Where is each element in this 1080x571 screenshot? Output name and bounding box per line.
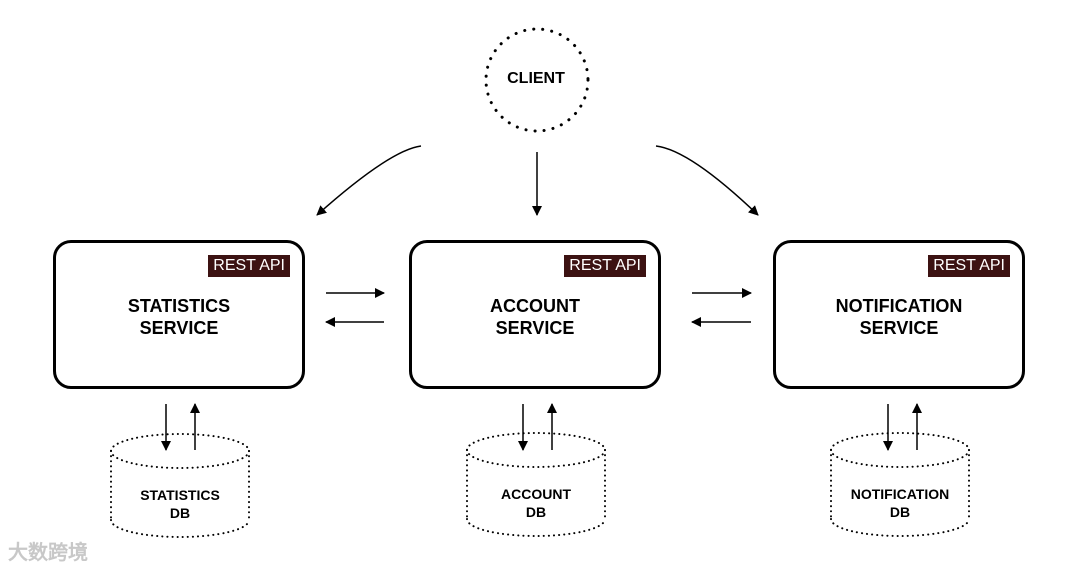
client-node [484, 27, 590, 133]
account-service-name: ACCOUNT SERVICE [490, 296, 580, 338]
statistics-db-label: STATISTICS DB [140, 487, 220, 521]
notification-service-box: REST API NOTIFICATION SERVICE [773, 240, 1025, 389]
watermark-text: 大数跨境 [8, 542, 88, 564]
arrow-client-to-notification [655, 145, 759, 216]
statistics-service-name: STATISTICS SERVICE [127, 296, 231, 338]
arrow-client-to-statistics [316, 145, 422, 216]
account-rest-api-badge: REST API [564, 255, 646, 277]
account-service-box: REST API ACCOUNT SERVICE [409, 240, 661, 389]
db-account-cylinder [466, 432, 606, 537]
db-statistics-cylinder [110, 433, 250, 538]
notification-rest-api-badge: REST API [928, 255, 1010, 277]
db-notification-cylinder [830, 432, 970, 537]
client-label: CLIENT [507, 70, 565, 87]
statistics-service-box: REST API STATISTICS SERVICE [53, 240, 305, 389]
notification-db-label: NOTIFICATION DB [850, 486, 950, 520]
statistics-rest-api-badge: REST API [208, 255, 290, 277]
notification-service-name: NOTIFICATION SERVICE [835, 296, 963, 338]
account-db-label: ACCOUNT DB [501, 486, 571, 520]
